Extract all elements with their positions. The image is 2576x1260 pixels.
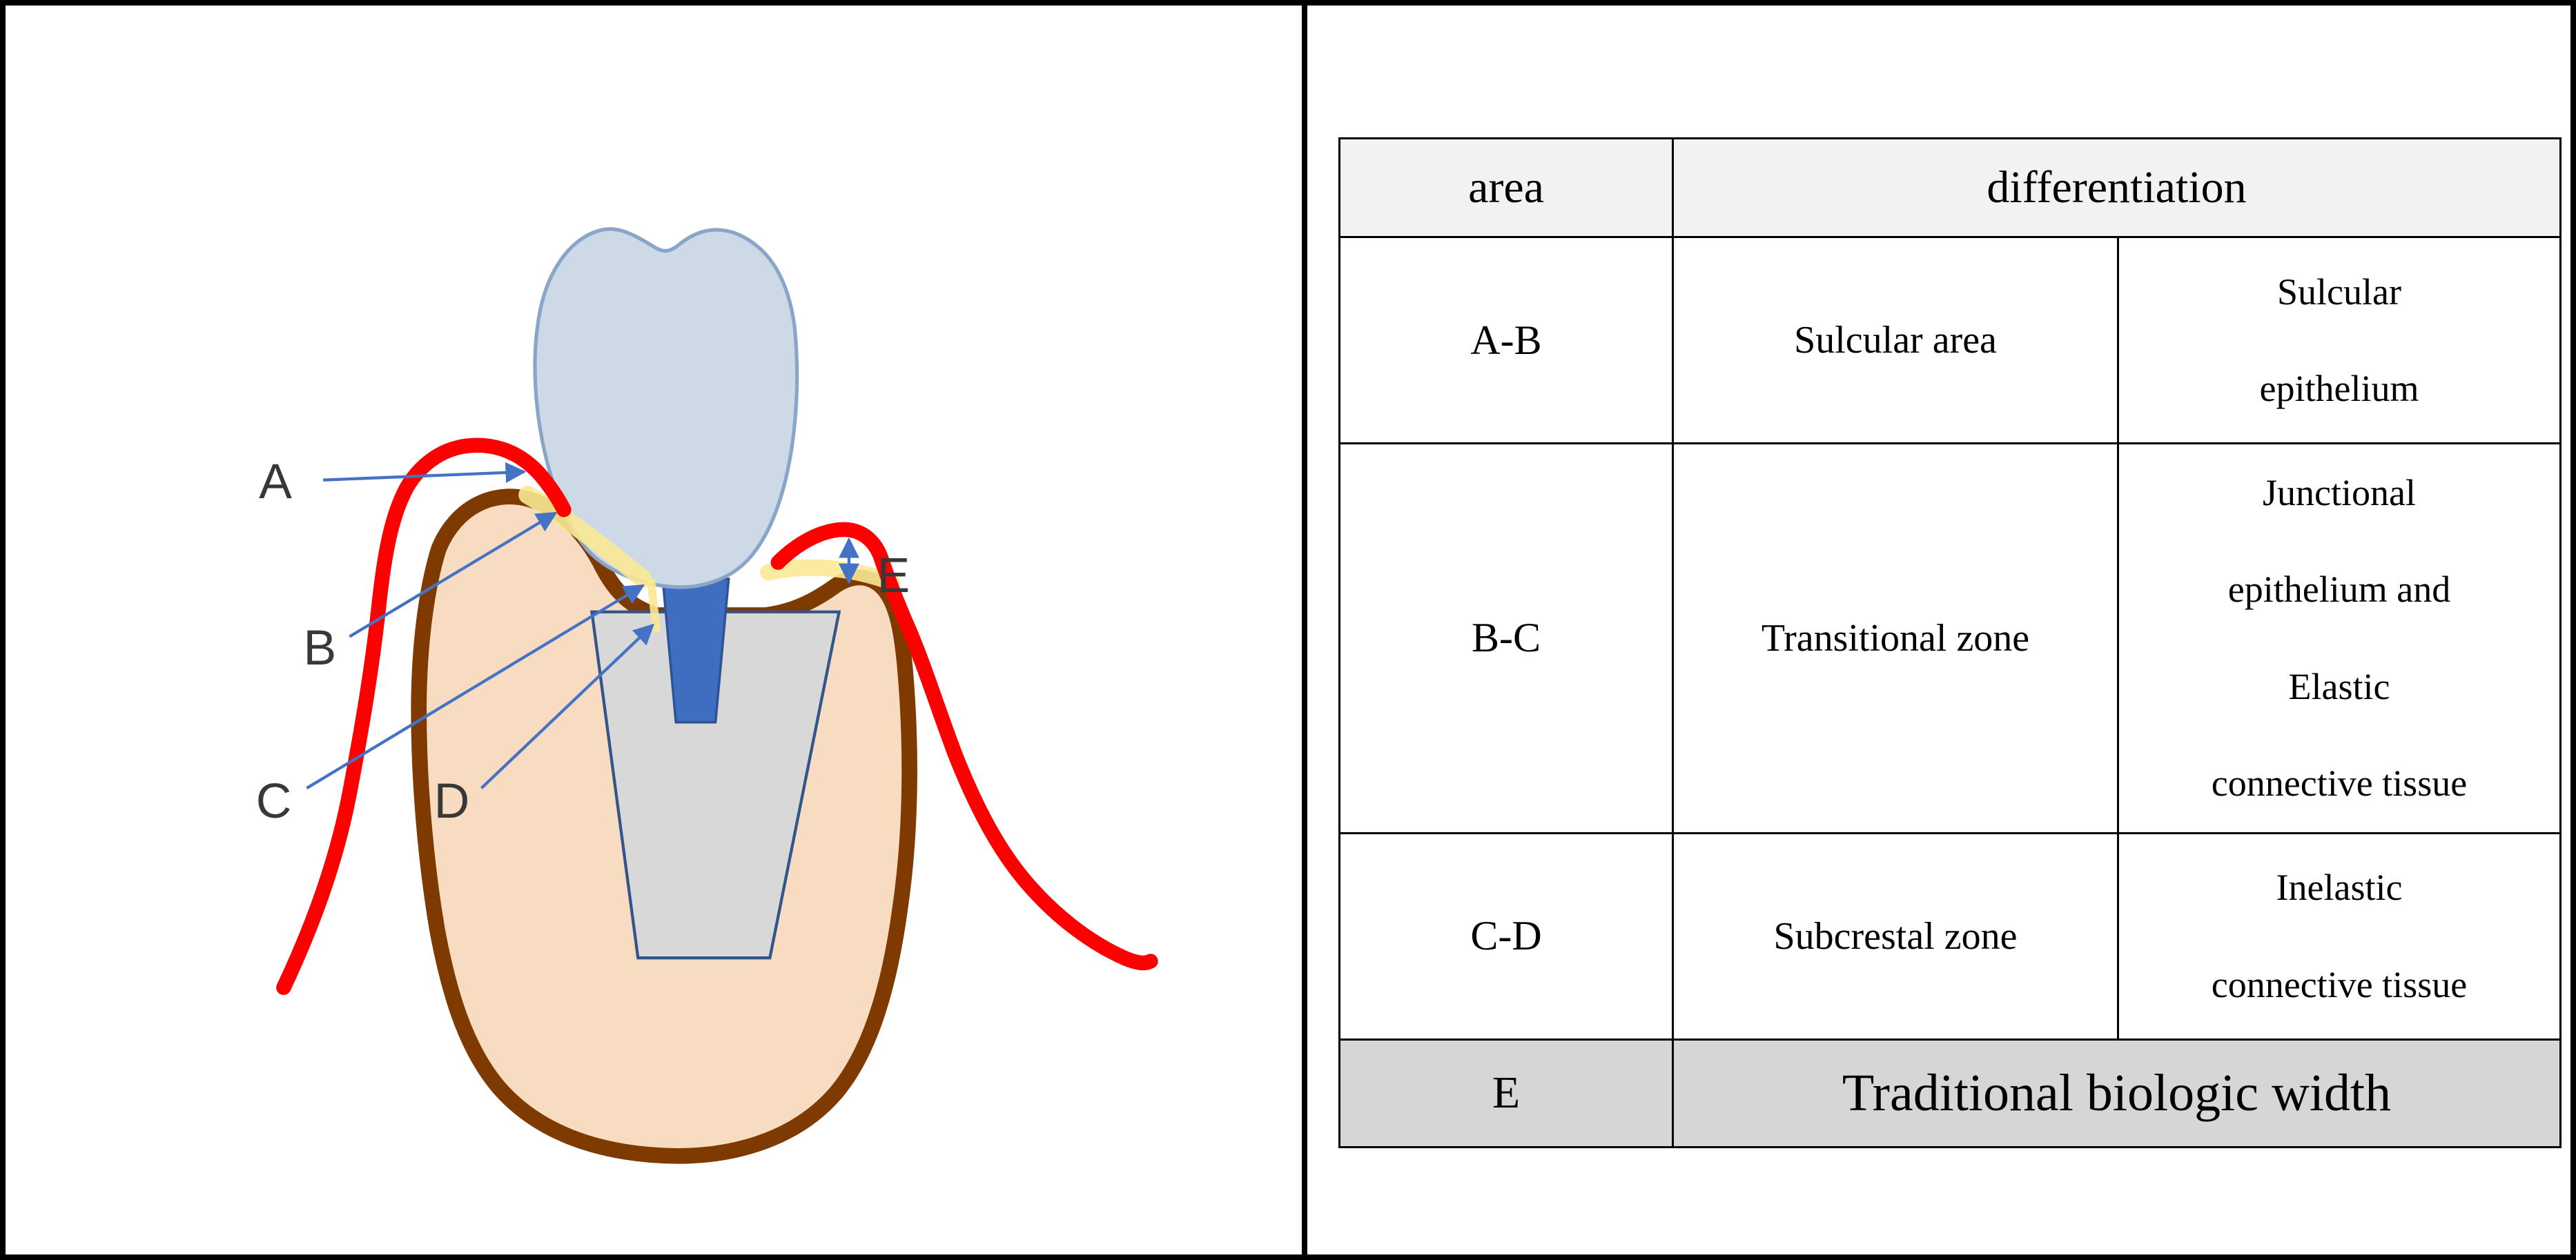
gingiva-line-left (276, 437, 572, 995)
table-header-row: area differentiation (1338, 137, 2562, 238)
implant-diagram-panel: A B C D E (6, 6, 1302, 1254)
junction-highlight-right (760, 559, 900, 591)
label-e: E (877, 548, 910, 603)
label-a-arrow (323, 462, 527, 483)
label-b-arrow (349, 511, 558, 638)
zone-cell-bc: Transitional zone (1672, 442, 2119, 834)
area-cell-ab: A-B (1338, 236, 1674, 444)
tissue-cell-ab: Sulcular epithelium (2117, 236, 2562, 444)
junction-highlight-left (518, 486, 652, 589)
crown-shape (533, 227, 799, 589)
area-cell-cd: C-D (1338, 831, 1674, 1041)
gingiva-line-right (770, 522, 1158, 971)
tissue-cell-cd: Inelastic connective tissue (2117, 831, 2562, 1041)
label-a: A (259, 454, 292, 509)
footer-label-cell: Traditional biologic width (1672, 1038, 2562, 1148)
panel-divider (1302, 6, 1307, 1254)
table-footer-row: E Traditional biologic width (1338, 1038, 2562, 1148)
table-row: B-C Transitional zone Junctional epithel… (1338, 442, 2562, 834)
label-c: C (256, 774, 292, 829)
table-row: C-D Subcrestal zone Inelastic connective… (1338, 831, 2562, 1041)
label-d-arrow (480, 623, 654, 789)
zone-cell-ab: Sulcular area (1672, 236, 2119, 444)
zones-table: area differentiation A-B Sulcular area S… (1338, 137, 2562, 1148)
tissue-cell-bc: Junctional epithelium and Elastic connec… (2117, 442, 2562, 834)
area-cell-bc: B-C (1338, 442, 1674, 834)
label-d: D (434, 774, 470, 829)
implant-body-shape (590, 610, 841, 960)
header-differentiation: differentiation (1672, 137, 2562, 238)
implant-diagram: A B C D E (256, 227, 1158, 1164)
zone-cell-cd: Subcrestal zone (1672, 831, 2119, 1041)
label-c-arrow (306, 584, 645, 790)
label-b: B (304, 620, 337, 676)
footer-area-cell: E (1338, 1038, 1674, 1148)
table-row: A-B Sulcular area Sulcular epithelium (1338, 236, 2562, 444)
header-area: area (1338, 137, 1674, 238)
junction-highlight-left-lower (647, 578, 661, 633)
